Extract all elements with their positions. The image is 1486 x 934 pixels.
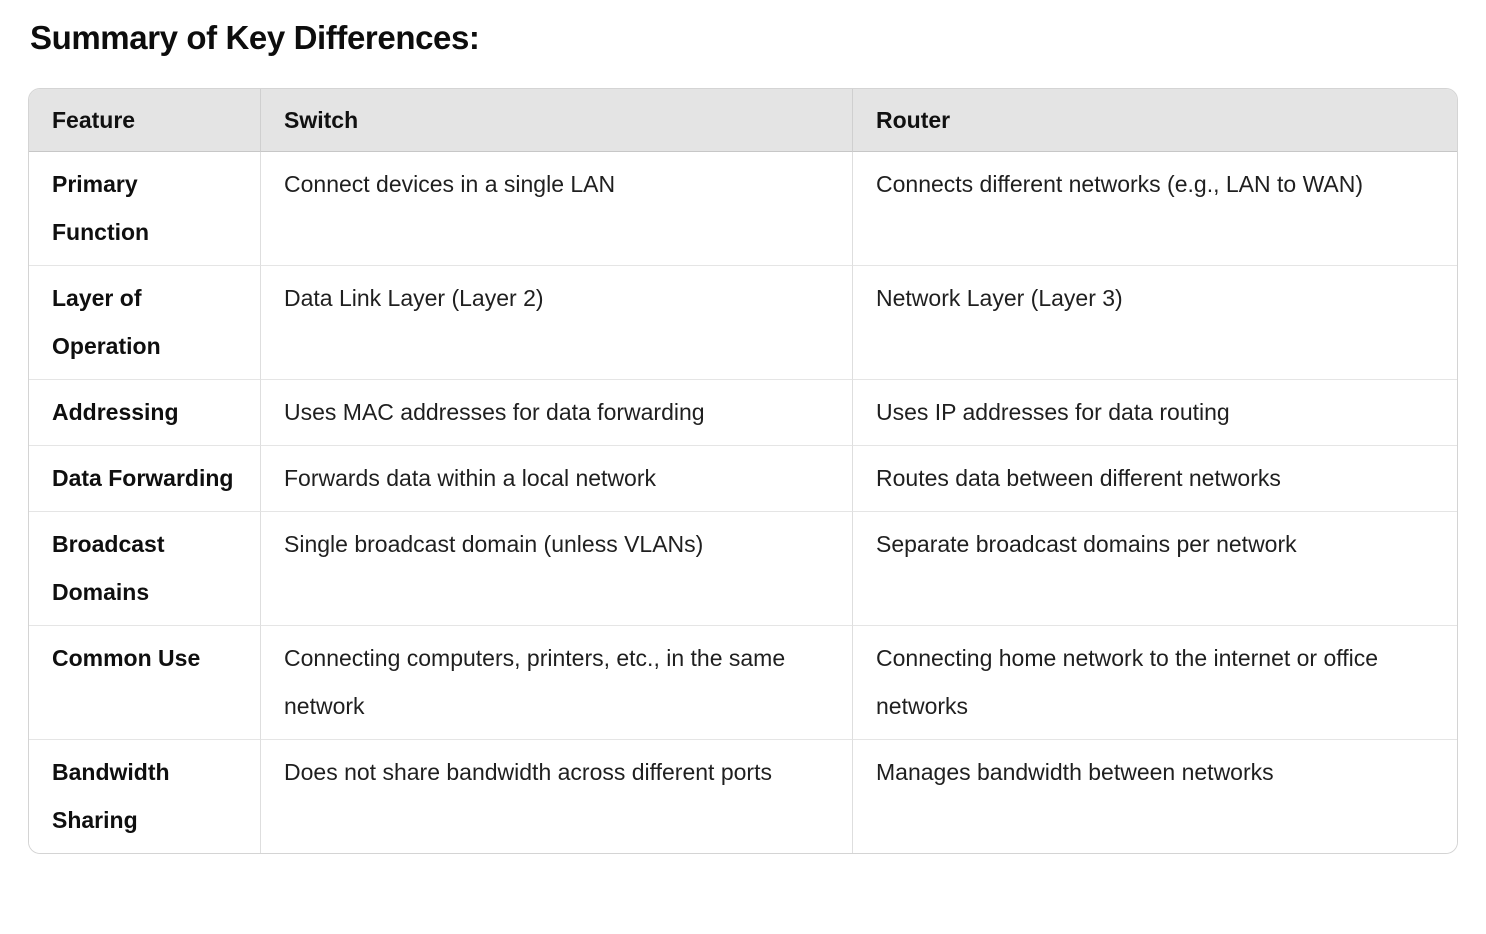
column-header-feature: Feature xyxy=(29,89,260,152)
comparison-table-card: Feature Switch Router Primary Function C… xyxy=(28,88,1458,854)
feature-cell: Data Forwarding xyxy=(29,445,260,511)
table-row: Bandwidth Sharing Does not share bandwid… xyxy=(29,739,1457,853)
table-row: Primary Function Connect devices in a si… xyxy=(29,152,1457,265)
switch-cell: Does not share bandwidth across differen… xyxy=(260,739,852,853)
feature-cell: Layer of Operation xyxy=(29,265,260,379)
feature-cell: Common Use xyxy=(29,625,260,739)
feature-cell: Addressing xyxy=(29,379,260,445)
router-cell: Uses IP addresses for data routing xyxy=(852,379,1457,445)
page-title: Summary of Key Differences: xyxy=(30,19,480,56)
table-row: Layer of Operation Data Link Layer (Laye… xyxy=(29,265,1457,379)
router-cell: Separate broadcast domains per network xyxy=(852,511,1457,625)
feature-cell: Bandwidth Sharing xyxy=(29,739,260,853)
switch-cell: Forwards data within a local network xyxy=(260,445,852,511)
table-row: Data Forwarding Forwards data within a l… xyxy=(29,445,1457,511)
router-cell: Network Layer (Layer 3) xyxy=(852,265,1457,379)
column-header-switch: Switch xyxy=(260,89,852,152)
router-cell: Connects different networks (e.g., LAN t… xyxy=(852,152,1457,265)
feature-cell: Primary Function xyxy=(29,152,260,265)
feature-cell: Broadcast Domains xyxy=(29,511,260,625)
column-header-router: Router xyxy=(852,89,1457,152)
table-row: Common Use Connecting computers, printer… xyxy=(29,625,1457,739)
switch-cell: Uses MAC addresses for data forwarding xyxy=(260,379,852,445)
switch-cell: Connect devices in a single LAN xyxy=(260,152,852,265)
table-row: Broadcast Domains Single broadcast domai… xyxy=(29,511,1457,625)
switch-cell: Single broadcast domain (unless VLANs) xyxy=(260,511,852,625)
router-cell: Routes data between different networks xyxy=(852,445,1457,511)
switch-cell: Connecting computers, printers, etc., in… xyxy=(260,625,852,739)
table-header-row: Feature Switch Router xyxy=(29,89,1457,152)
router-cell: Manages bandwidth between networks xyxy=(852,739,1457,853)
table-row: Addressing Uses MAC addresses for data f… xyxy=(29,379,1457,445)
switch-vs-router-table: Feature Switch Router Primary Function C… xyxy=(29,89,1457,853)
router-cell: Connecting home network to the internet … xyxy=(852,625,1457,739)
switch-cell: Data Link Layer (Layer 2) xyxy=(260,265,852,379)
